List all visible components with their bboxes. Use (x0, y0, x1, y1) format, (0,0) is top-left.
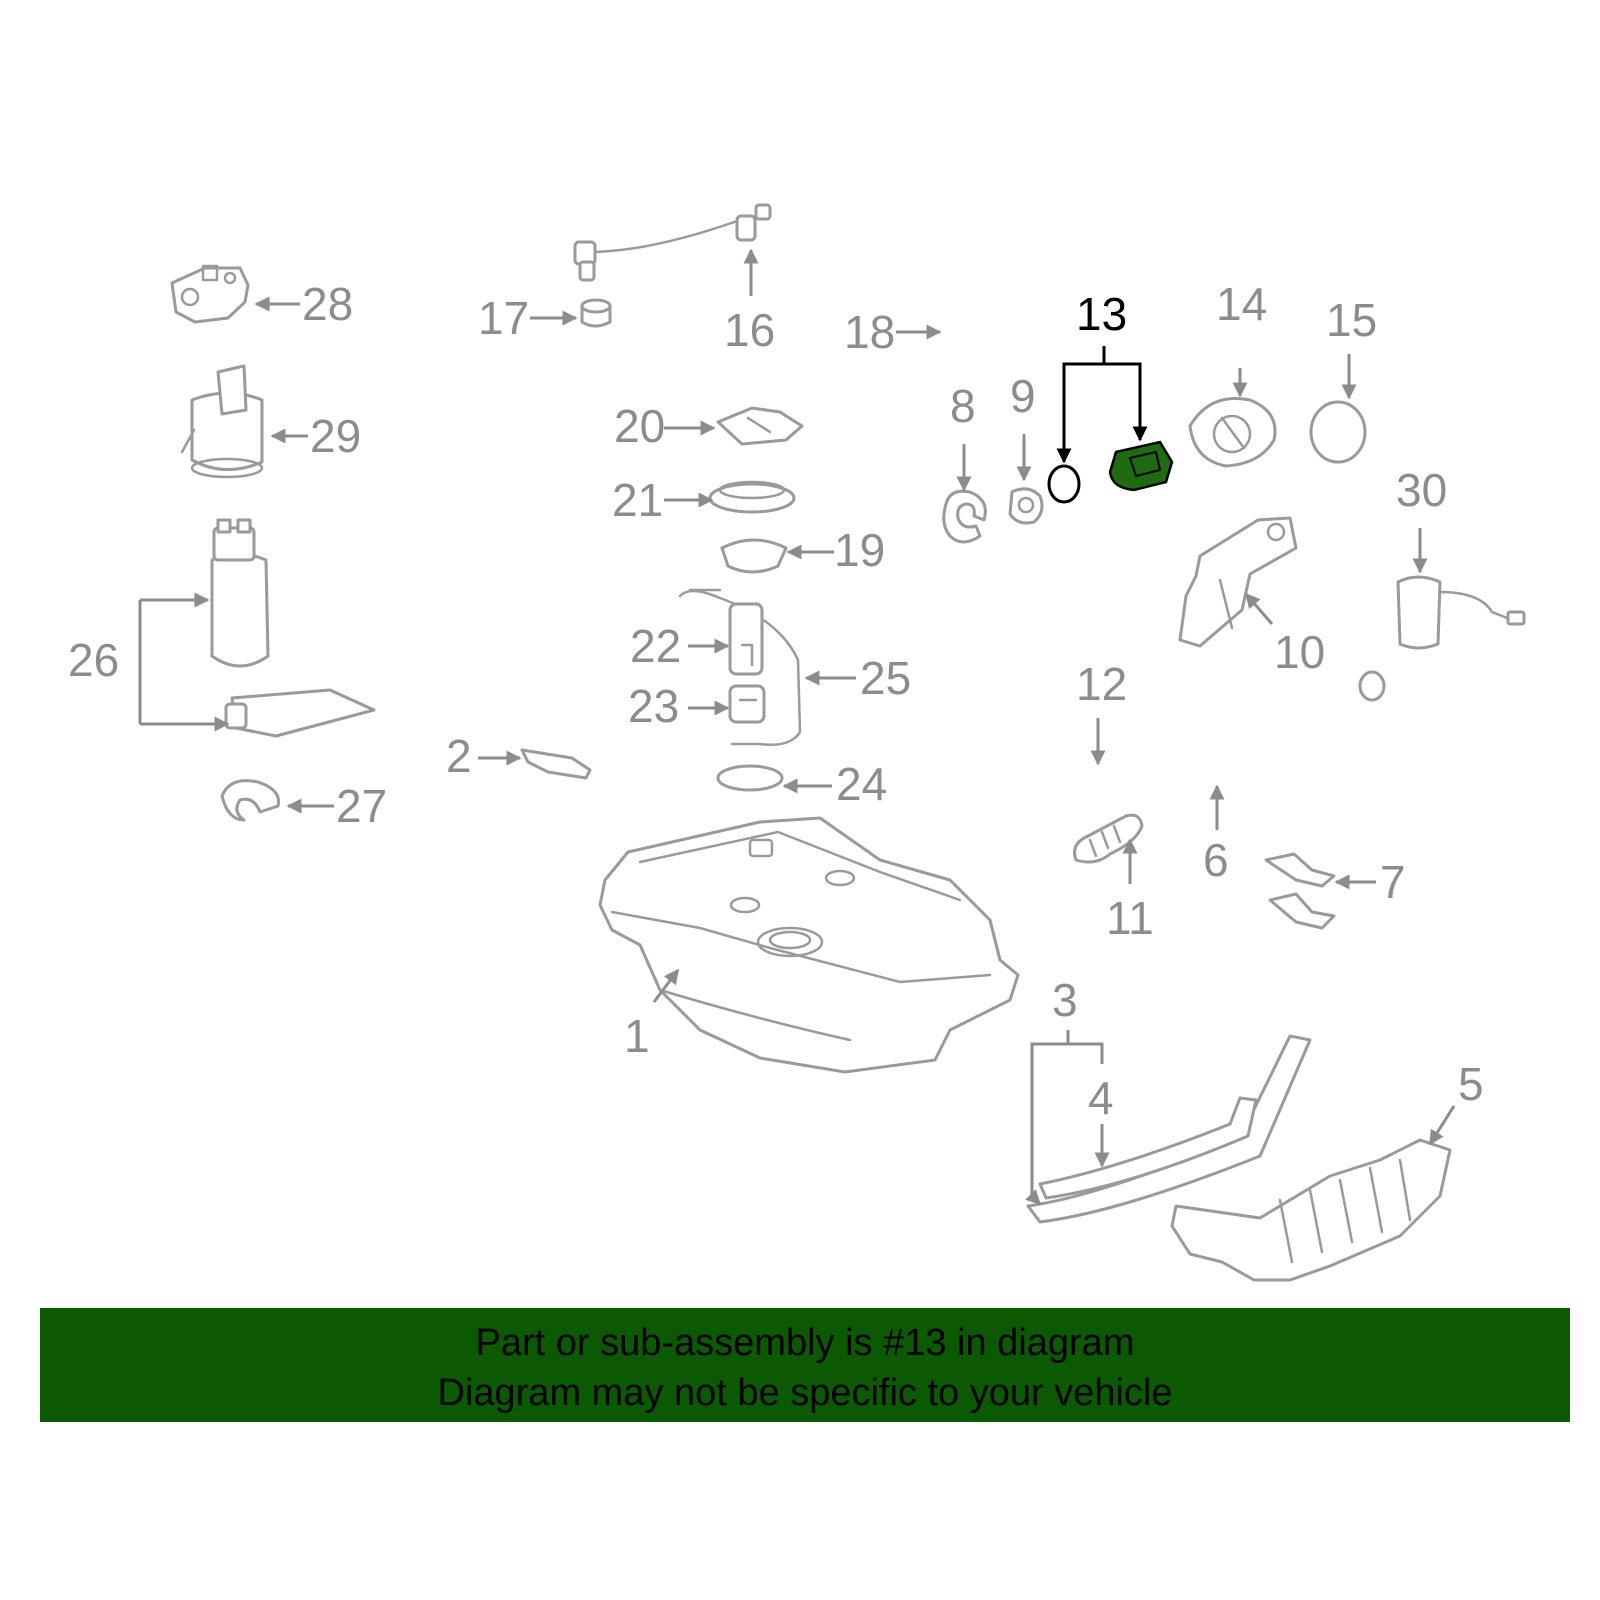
callout-28: 28 (302, 278, 353, 330)
callout-10: 10 (1274, 626, 1325, 678)
part-26-pump (210, 518, 270, 668)
callout-24: 24 (836, 758, 887, 810)
callout-20: 20 (614, 400, 665, 452)
callout-8: 8 (950, 380, 976, 432)
callout-14: 14 (1216, 278, 1267, 330)
part-25-bracket (678, 588, 802, 746)
part-18-hose (938, 320, 1046, 336)
part-27-clip (220, 779, 281, 822)
part-14-filler-cap (1188, 397, 1277, 468)
info-banner: Part or sub-assembly is #13 in diagram D… (40, 1308, 1570, 1422)
part-28-bracket (170, 264, 250, 324)
callout-13: 13 (1076, 288, 1127, 340)
callout-27: 27 (336, 780, 387, 832)
part-23-float (728, 684, 766, 724)
part-10-bracket (1178, 516, 1298, 648)
part-24-o-ring (716, 764, 784, 792)
callout-25: 25 (860, 652, 911, 704)
part-7-brackets (1264, 852, 1336, 930)
part-21-set-plate (708, 480, 796, 514)
part-26-strainer (224, 688, 376, 738)
part-12-hose (1048, 766, 1138, 786)
callout-labels: 1 2 3 4 5 6 7 8 9 10 11 12 13 14 15 16 1… (68, 278, 1484, 1124)
part-29-pump-housing (180, 364, 264, 479)
callout-12: 12 (1076, 658, 1127, 710)
callout-5: 5 (1458, 1058, 1484, 1110)
part-2-bracket (520, 748, 592, 780)
part-6-filler-pipe (1160, 670, 1386, 813)
callout-19: 19 (834, 524, 885, 576)
part-13-o-ring (1047, 464, 1081, 504)
callout-16: 16 (724, 304, 775, 356)
leader-lines (138, 248, 1456, 1206)
part-22-sender (728, 602, 764, 676)
callout-7: 7 (1380, 856, 1406, 908)
callout-6: 6 (1203, 834, 1229, 886)
callout-29: 29 (310, 410, 361, 462)
callout-18: 18 (844, 306, 895, 358)
part-15-gasket (1309, 400, 1367, 464)
part-16-vent-line (573, 203, 772, 282)
callout-4: 4 (1088, 1072, 1114, 1124)
callout-21: 21 (612, 474, 663, 526)
callout-2: 2 (446, 730, 472, 782)
part-30-sensor (1396, 575, 1526, 650)
callout-9: 9 (1010, 370, 1036, 422)
banner-line-2: Diagram may not be specific to your vehi… (437, 1372, 1173, 1414)
callout-11: 11 (1106, 892, 1154, 944)
part-9-grommet (1008, 487, 1044, 525)
callout-1: 1 (624, 1010, 650, 1062)
callout-3: 3 (1052, 974, 1078, 1026)
part-8-clamp (942, 489, 987, 544)
part-17-grommet (580, 298, 612, 328)
part-5-protector (1170, 1138, 1452, 1282)
callout-22: 22 (630, 620, 681, 672)
part-20-plate (716, 406, 804, 446)
banner-line-1: Part or sub-assembly is #13 in diagram (475, 1322, 1135, 1364)
callout-30: 30 (1396, 464, 1447, 516)
part-13-valve (1108, 440, 1174, 492)
callout-17: 17 (478, 292, 529, 344)
part-3-strap (1026, 1034, 1312, 1224)
part-11-boot (1073, 813, 1144, 864)
callout-23: 23 (628, 680, 679, 732)
callout-15: 15 (1326, 294, 1377, 346)
part-1-fuel-tank (598, 816, 1020, 1074)
part-19-cap (720, 538, 788, 574)
part-4-strap (1038, 1096, 1258, 1200)
callout-26: 26 (68, 634, 119, 686)
